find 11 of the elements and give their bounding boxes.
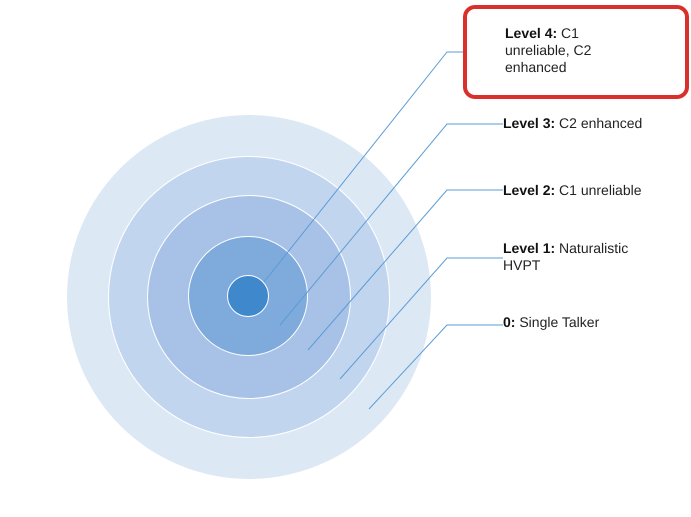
leader-line: [368, 324, 504, 410]
leader-line: [264, 52, 464, 282]
center-dot: [226, 274, 268, 316]
level-label: Level 3: C2 enhanced: [503, 115, 683, 132]
highlight-box: Level 4: C1 unreliable, C2 enhanced: [463, 5, 689, 99]
level-label: Level 2: C1 unreliable: [503, 182, 683, 199]
level-label: Level 1: Naturalistic HVPT: [503, 240, 668, 274]
leader-line: [340, 258, 504, 380]
level-label: 0: Single Talker: [503, 314, 683, 331]
leader-line: [308, 190, 504, 350]
leader-line: [280, 124, 504, 326]
